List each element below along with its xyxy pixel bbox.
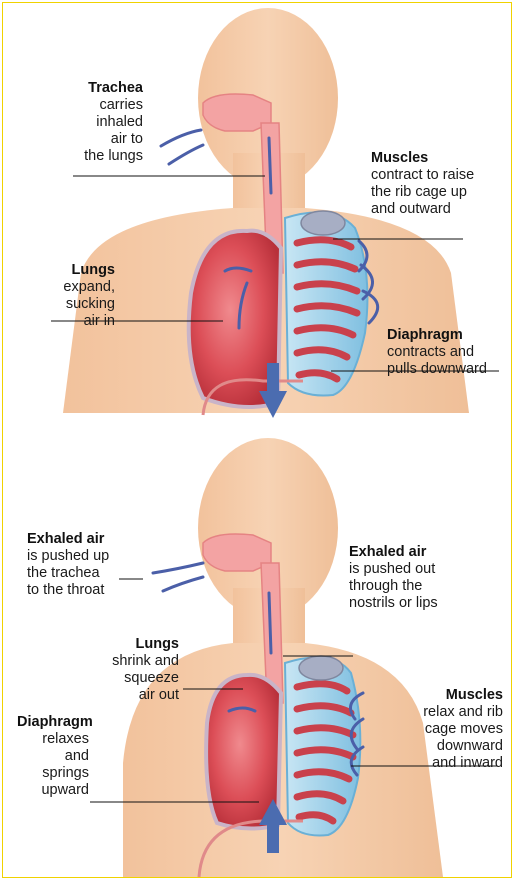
inhale-lungs-label: Lungs expand, sucking air in (43, 262, 115, 330)
exhale-figure (3, 438, 511, 877)
inhale-trachea-text: carries inhaled air to the lungs (73, 97, 143, 165)
exhale-diaphragm-label: Diaphragm relaxes and springs upward (17, 714, 89, 799)
exhale-air-right-title: Exhaled air (349, 544, 479, 561)
exhale-lungs-text: shrink and squeeze air out (103, 653, 179, 704)
exhale-air-left-text: is pushed up the trachea to the throat (27, 548, 137, 599)
exhale-air-right-text: is pushed out through the nostrils or li… (349, 561, 479, 612)
exhale-air-left-label: Exhaled air is pushed up the trachea to … (27, 531, 137, 599)
exhale-lungs-label: Lungs shrink and squeeze air out (103, 636, 179, 704)
inhale-muscles-text: contract to raise the rib cage up and ou… (371, 167, 511, 218)
inhale-muscles-label: Muscles contract to raise the rib cage u… (371, 150, 511, 218)
exhale-diaphragm-text: relaxes and springs upward (17, 731, 89, 799)
inhale-diaphragm-label: Diaphragm contracts and pulls downward (387, 327, 511, 378)
shoulder-joint (301, 211, 345, 235)
inhale-diaphragm-text: contracts and pulls downward (387, 344, 511, 378)
shoulder-joint-2 (299, 656, 343, 680)
exhale-air-right-label: Exhaled air is pushed out through the no… (349, 544, 479, 612)
exhale-muscles-title: Muscles (399, 687, 503, 704)
inhale-trachea-title: Trachea (73, 80, 143, 97)
up-arrow-shaft (267, 823, 279, 853)
inhale-lungs-text: expand, sucking air in (43, 279, 115, 330)
inhale-muscles-title: Muscles (371, 150, 511, 167)
exhale-muscles-label: Muscles relax and rib cage moves downwar… (399, 687, 503, 772)
exhale-diaphragm-title: Diaphragm (17, 714, 89, 731)
inhale-trachea-label: Trachea carries inhaled air to the lungs (73, 80, 143, 165)
inhale-lungs-title: Lungs (43, 262, 115, 279)
exhale-muscles-text: relax and rib cage moves downward and in… (399, 704, 503, 772)
exhale-air-left-title: Exhaled air (27, 531, 137, 548)
inhale-diaphragm-title: Diaphragm (387, 327, 511, 344)
exhale-lungs-title: Lungs (103, 636, 179, 653)
down-arrow-shaft (267, 363, 279, 393)
